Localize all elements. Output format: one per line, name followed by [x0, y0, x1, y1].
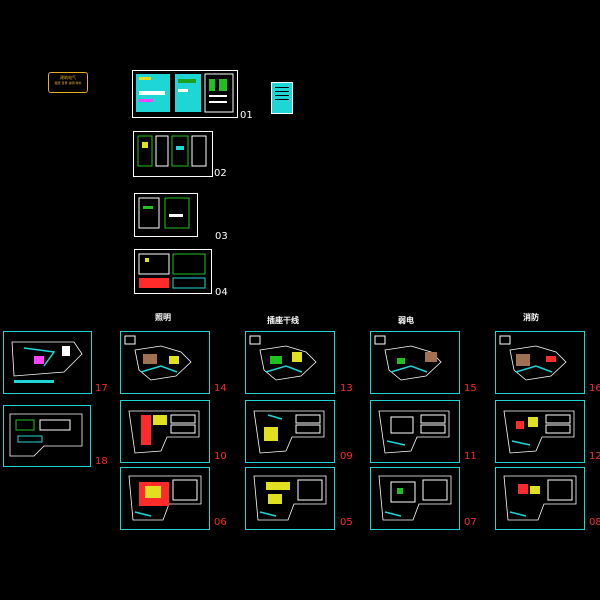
sheet-12-number: 12 [589, 451, 600, 462]
legend-sheet-drawing [275, 87, 289, 100]
sheet-14-number: 14 [214, 383, 227, 394]
sheet-02[interactable] [133, 131, 213, 177]
sheet-18-drawing [9, 413, 83, 457]
sheet-09[interactable] [245, 400, 335, 463]
sheet-14[interactable] [120, 331, 210, 394]
sheet-15-drawing [374, 335, 442, 381]
sheet-12[interactable] [495, 400, 585, 463]
column-header-weak: 弱电 [398, 316, 414, 325]
sheet-01-number: 01 [240, 110, 253, 121]
sheet-18[interactable] [3, 405, 91, 467]
sheet-02-number: 02 [214, 168, 227, 179]
sheet-04-number: 04 [215, 287, 228, 298]
sheet-06-drawing [128, 475, 202, 521]
sheet-15[interactable] [370, 331, 460, 394]
column-header-lighting: 照明 [155, 313, 171, 322]
sheet-15-number: 15 [464, 383, 477, 394]
sheet-09-number: 09 [340, 451, 353, 462]
sheet-13-number: 13 [340, 383, 353, 394]
sheet-10-number: 10 [214, 451, 227, 462]
sheet-17[interactable] [3, 331, 92, 394]
sheet-03[interactable] [134, 193, 198, 237]
sheet-16-drawing [499, 335, 567, 381]
column-header-fire: 消防 [523, 313, 539, 322]
sheet-05-number: 05 [340, 517, 353, 528]
sheet-07-drawing [378, 475, 452, 521]
sheet-16[interactable] [495, 331, 585, 394]
sheet-06-number: 06 [214, 517, 227, 528]
cover-title: 建筑电气 [60, 75, 76, 80]
sheet-06[interactable] [120, 467, 210, 530]
sheet-17-number: 17 [95, 383, 108, 394]
sheet-08[interactable] [495, 467, 585, 530]
sheet-07[interactable] [370, 467, 460, 530]
sheet-12-drawing [503, 410, 575, 454]
legend-sheet[interactable] [271, 82, 293, 114]
sheet-07-number: 07 [464, 517, 477, 528]
sheet-04-drawing [138, 253, 206, 289]
sheet-04[interactable] [134, 249, 212, 294]
sheet-13-drawing [249, 335, 317, 381]
sheet-17-drawing [11, 341, 83, 383]
sheet-11[interactable] [370, 400, 460, 463]
cover-block[interactable]: 建筑电气 图纸 目录 说明 材料 [48, 72, 88, 93]
sheet-05[interactable] [245, 467, 335, 530]
sheet-14-drawing [124, 335, 192, 381]
sheet-16-number: 16 [589, 383, 600, 394]
column-header-power: 插座干线 [267, 316, 299, 325]
cover-subtitle: 图纸 目录 说明 材料 [54, 81, 82, 85]
sheet-13[interactable] [245, 331, 335, 394]
sheet-18-number: 18 [95, 456, 108, 467]
sheet-11-number: 11 [464, 451, 477, 462]
sheet-10[interactable] [120, 400, 210, 463]
sheet-08-number: 08 [589, 517, 600, 528]
sheet-03-drawing [138, 197, 190, 229]
sheet-03-number: 03 [215, 231, 228, 242]
sheet-02-drawing [137, 135, 207, 167]
sheet-09-drawing [253, 410, 325, 454]
sheet-08-drawing [503, 475, 577, 521]
sheet-01-drawing [136, 73, 234, 113]
sheet-05-drawing [253, 475, 327, 521]
sheet-11-drawing [378, 410, 450, 454]
sheet-10-drawing [128, 410, 200, 454]
sheet-01[interactable] [132, 70, 238, 118]
